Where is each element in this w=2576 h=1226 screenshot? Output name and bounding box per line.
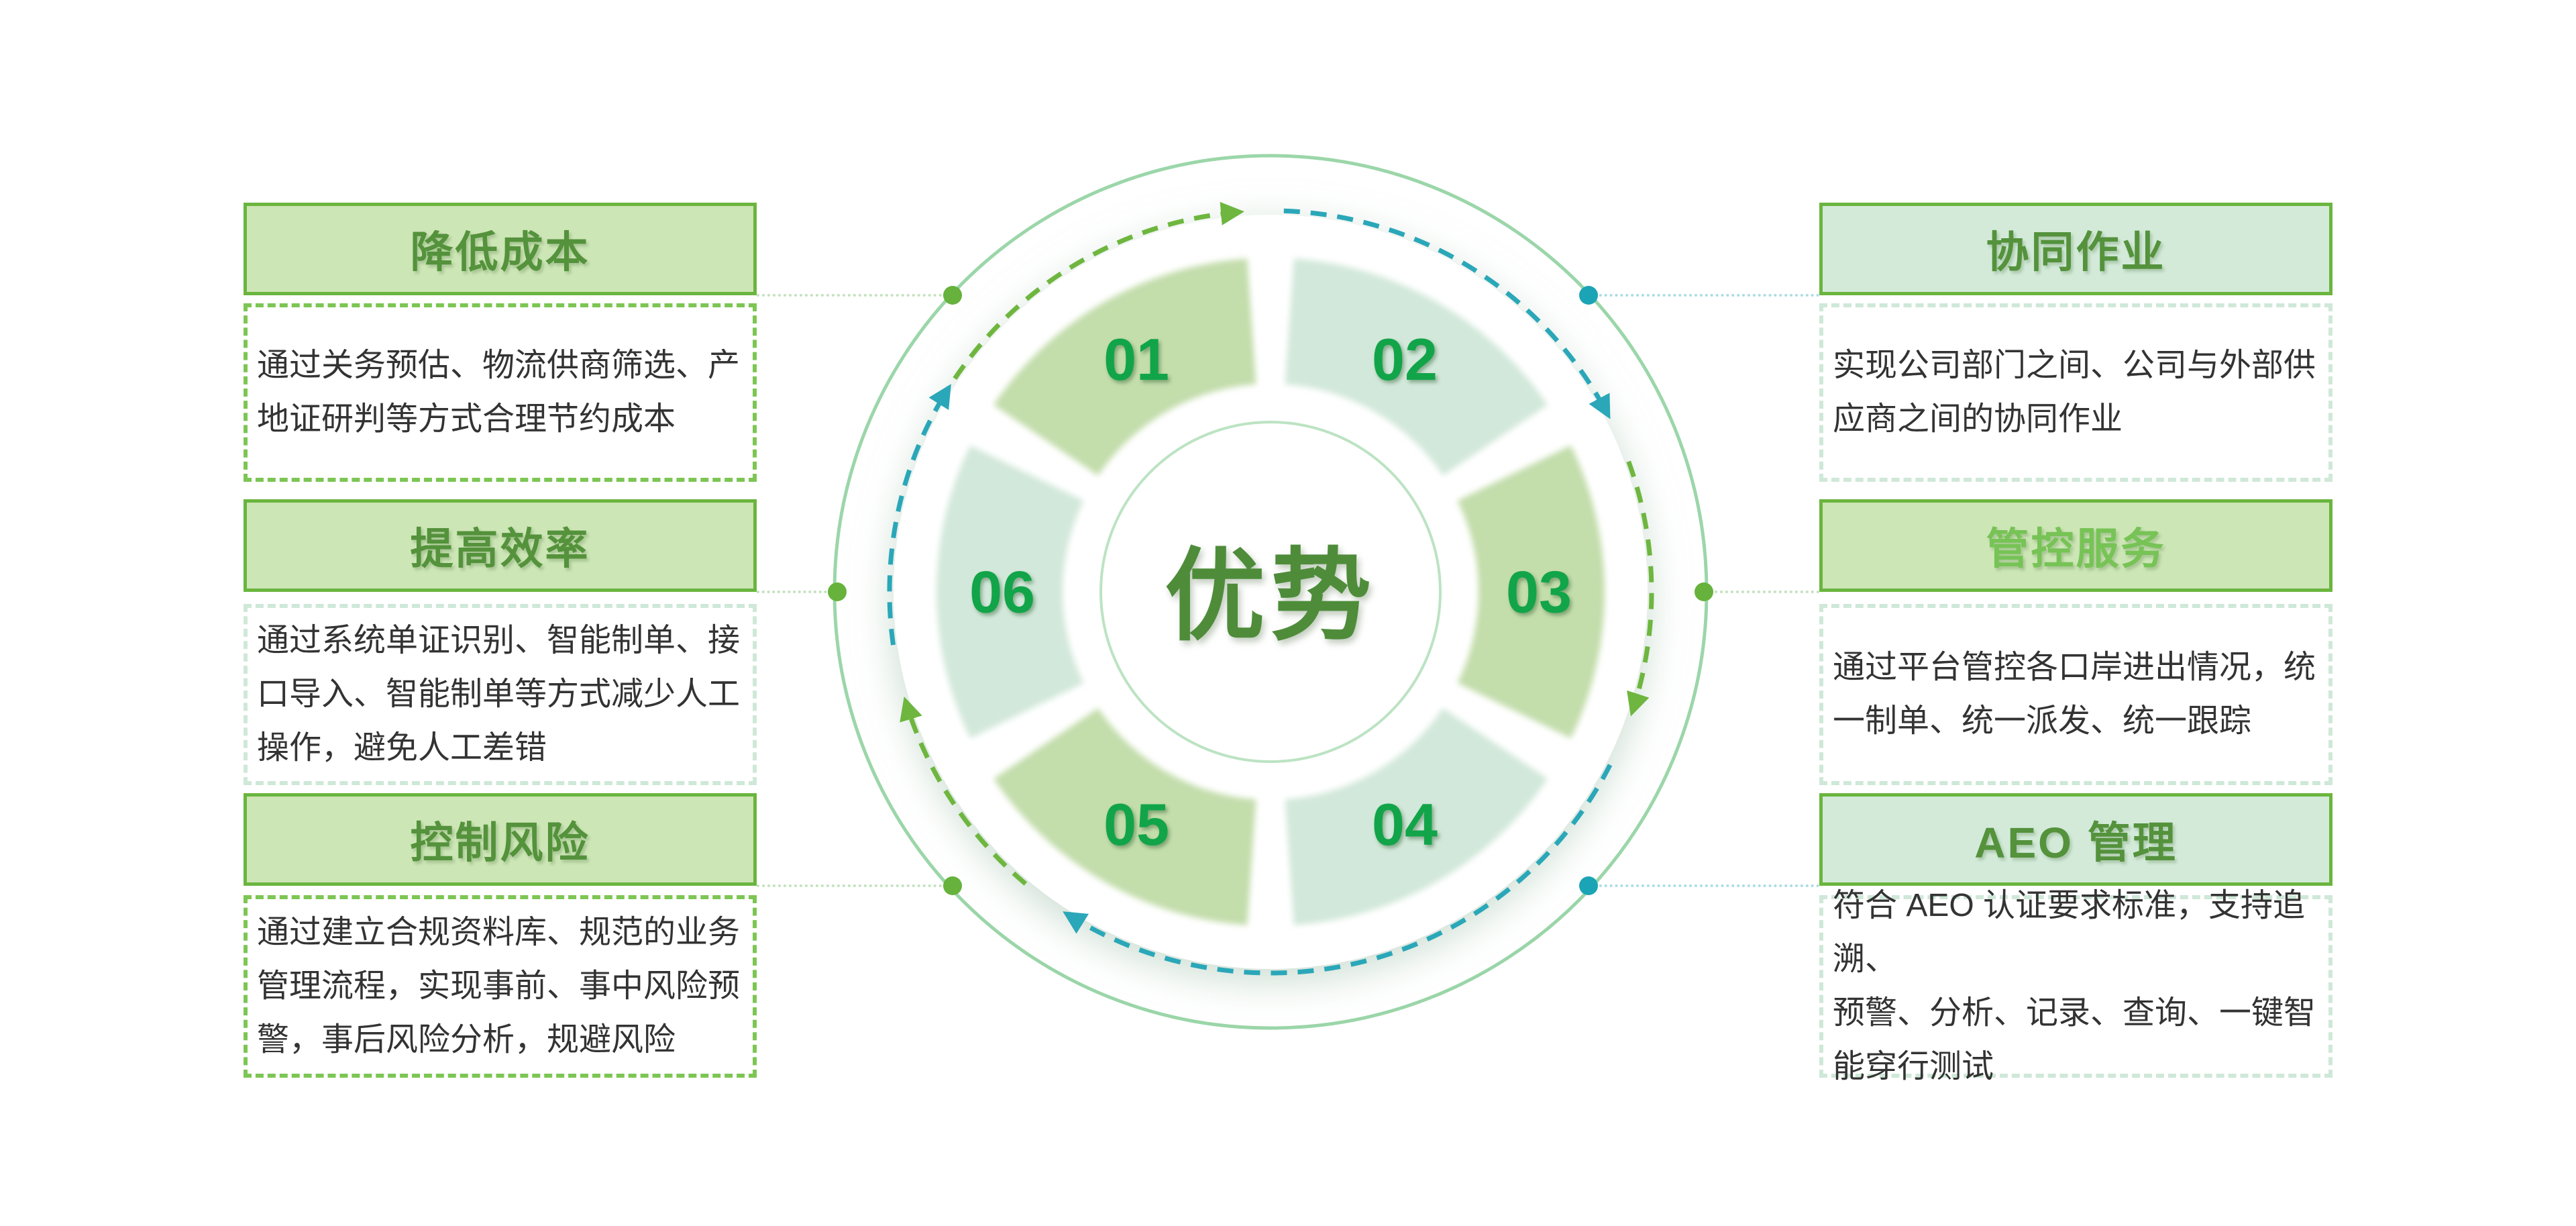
flow-arc-4: [1063, 764, 1613, 976]
segment-02: [1285, 258, 1548, 476]
advantages-wheel: 01 02 03 04 05 06 优势: [833, 154, 1709, 1030]
right-panel-collaboration-description: 实现公司部门之间、公司与外部供 应商之间的协同作业: [1833, 348, 2316, 437]
segment-number-05: 05: [1104, 791, 1169, 858]
segment-number-01: 01: [1104, 326, 1169, 393]
connector-line-mid-left: [757, 591, 837, 593]
flow-arc-3: [1626, 460, 1654, 717]
segment-number-02: 02: [1372, 326, 1438, 393]
left-panel-cost-description: 通过关务预估、物流供商筛选、产 地证研判等方式合理节约成本: [257, 348, 741, 437]
flow-arc-5: [900, 697, 1028, 886]
left-panel-cost-title-box: 降低成本: [244, 203, 757, 295]
left-panel-efficiency-body-box: 通过系统单证识别、智能制单、接 口导入、智能制单等方式减少人工 操作，避免人工差…: [244, 604, 757, 785]
hub-title: 优势: [1165, 540, 1377, 652]
connector-line-top-right: [1589, 294, 1819, 297]
left-panel-efficiency-description: 通过系统单证识别、智能制单、接 口导入、智能制单等方式减少人工 操作，避免人工差…: [257, 623, 741, 766]
segment-number-04: 04: [1372, 791, 1438, 858]
left-panel-risk-body-box: 通过建立合规资料库、规范的业务 管理流程，实现事前、事中风险预 警，事后风险分析…: [244, 895, 757, 1078]
right-panel-control-service-body-box: 通过平台管控各口岸进出情况，统 一制单、统一派发、统一跟踪: [1819, 604, 2332, 785]
node-dot-bottom-right: [1579, 876, 1598, 895]
right-panel-control-service-title: 管控服务: [1986, 525, 2166, 573]
left-panel-risk-description: 通过建立合规资料库、规范的业务 管理流程，实现事前、事中风险预 警，事后风险分析…: [257, 915, 741, 1058]
segment-01: [994, 258, 1256, 476]
right-panel-aeo-title-box: AEO 管理: [1819, 793, 2332, 886]
left-panel-risk-title: 控制风险: [410, 819, 590, 867]
right-panel-control-service-title-box: 管控服务: [1819, 499, 2332, 592]
right-panel-aeo-body-box: 符合 AEO 认证要求标准，支持追溯、 预警、分析、记录、查询、一键智 能穿行测…: [1819, 888, 2332, 1084]
segment-04: [1285, 708, 1548, 925]
segment-number-06: 06: [969, 559, 1035, 625]
left-panel-efficiency-title-box: 提高效率: [244, 499, 757, 592]
node-dot-top-left: [943, 286, 962, 305]
left-panel-risk-title-box: 控制风险: [244, 793, 757, 886]
left-panel-cost-body-box: 通过关务预估、物流供商筛选、产 地证研判等方式合理节约成本: [244, 303, 757, 482]
right-panel-control-service-description: 通过平台管控各口岸进出情况，统 一制单、统一派发、统一跟踪: [1833, 650, 2316, 739]
inner-ring: [1099, 421, 1442, 763]
right-panel-aeo-description: 符合 AEO 认证要求标准，支持追溯、 预警、分析、记录、查询、一键智 能穿行测…: [1833, 888, 2316, 1084]
connector-line-bottom-left: [757, 884, 953, 887]
node-dot-top-right: [1579, 286, 1598, 305]
segment-03: [1457, 445, 1605, 739]
connector-line-top-left: [757, 294, 953, 297]
flow-arc-2: [1283, 208, 1611, 419]
connector-line-mid-right: [1704, 591, 1819, 593]
segment-06: [936, 445, 1084, 739]
right-panel-collaboration-title-box: 协同作业: [1819, 203, 2332, 295]
segment-number-03: 03: [1506, 559, 1572, 625]
node-dot-mid-left: [828, 582, 847, 601]
node-dot-mid-right: [1695, 582, 1713, 601]
left-panel-efficiency-title: 提高效率: [410, 525, 590, 573]
connector-line-bottom-right: [1589, 884, 1819, 887]
right-panel-collaboration-body-box: 实现公司部门之间、公司与外部供 应商之间的协同作业: [1819, 303, 2332, 482]
left-panel-cost-title: 降低成本: [410, 228, 590, 276]
right-panel-collaboration-title: 协同作业: [1986, 228, 2166, 276]
segment-05: [994, 708, 1256, 925]
right-panel-aeo-title: AEO 管理: [1974, 819, 2178, 867]
node-dot-bottom-left: [943, 876, 962, 895]
flow-arc-6: [887, 384, 951, 646]
